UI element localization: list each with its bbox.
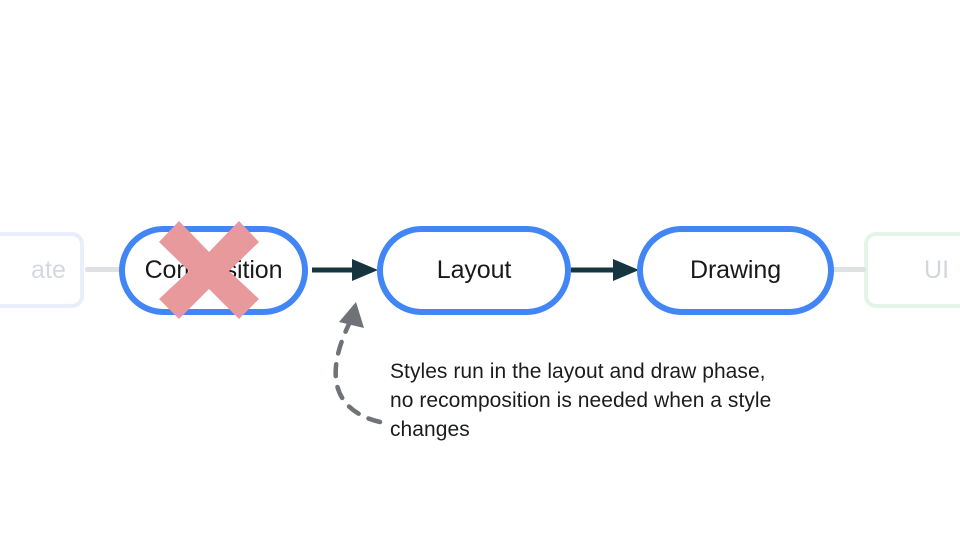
phase-node-composition-label: Composition	[144, 256, 283, 284]
annotation-arrow-icon	[333, 302, 383, 425]
ghost-node-ui-label: UI	[924, 255, 950, 284]
phase-node-drawing-label: Drawing	[690, 256, 781, 284]
phase-node-drawing[interactable]: Drawing	[637, 226, 834, 315]
connector-composition-to-layout	[312, 259, 378, 281]
annotation-caption: Styles run in the layout and draw phase,…	[390, 357, 860, 444]
phase-node-layout-label: Layout	[436, 256, 512, 284]
ghost-node-state-label: ate	[30, 255, 66, 284]
annotation-caption-line-3: changes	[390, 418, 470, 441]
ghost-node-ui: UI	[864, 232, 960, 308]
phase-node-composition[interactable]: Composition	[119, 226, 308, 315]
annotation-caption-line-2: no recomposition is needed when a style	[390, 389, 772, 412]
ghost-node-state: ate	[0, 232, 84, 308]
connector-state-to-composition	[85, 267, 121, 272]
phase-node-layout[interactable]: Layout	[377, 226, 571, 315]
annotation-caption-line-1: Styles run in the layout and draw phase,	[390, 360, 766, 383]
connector-drawing-to-ui	[832, 267, 866, 272]
connector-layout-to-drawing	[571, 259, 639, 281]
